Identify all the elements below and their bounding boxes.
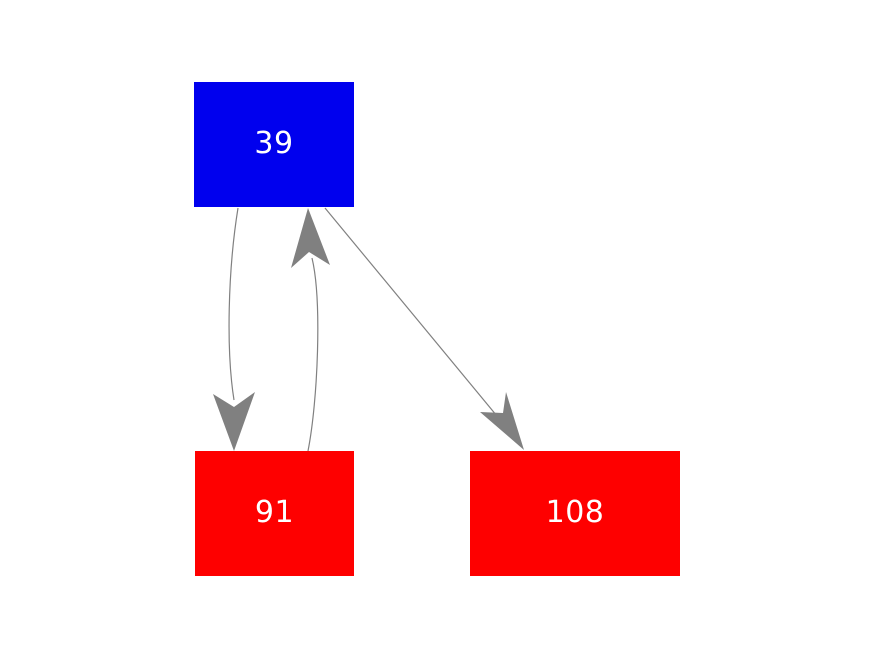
edge-39-to-108-line bbox=[324, 207, 517, 440]
graph-node-108-label: 108 bbox=[545, 494, 605, 530]
edge-39-to-91-arrowhead bbox=[213, 392, 255, 451]
edge-91-to-39-arrowhead bbox=[291, 208, 330, 268]
edge-39-to-108-arrowhead bbox=[480, 392, 524, 450]
edge-91-to-39 bbox=[291, 208, 330, 452]
edge-91-to-39-line bbox=[307, 257, 319, 452]
edge-39-to-91-line bbox=[228, 207, 239, 401]
graph-node-91-label: 91 bbox=[254, 494, 295, 530]
graph-node-39[interactable]: 39 bbox=[194, 82, 354, 207]
edge-39-to-108 bbox=[324, 207, 524, 450]
edge-39-to-91 bbox=[213, 207, 255, 451]
graph-node-39-label: 39 bbox=[254, 125, 294, 161]
graph-node-91[interactable]: 91 bbox=[195, 451, 354, 576]
graph-node-108[interactable]: 108 bbox=[470, 451, 680, 576]
